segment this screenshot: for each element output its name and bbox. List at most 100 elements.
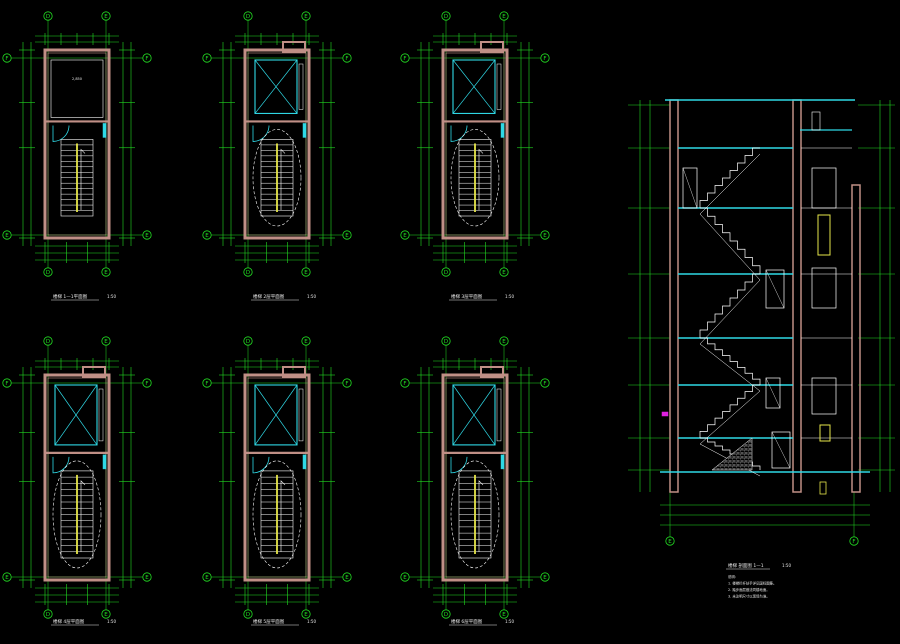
axis-bubble-circle	[342, 572, 352, 582]
axis-bubble-circle	[441, 336, 451, 346]
axis-bubble: F	[2, 53, 12, 63]
direction-arrow	[80, 480, 86, 552]
room-label: 2,850	[72, 77, 82, 81]
axis-bubble: E	[2, 572, 12, 582]
axis-bubble-circle	[243, 267, 253, 277]
axis-bubble-circle	[400, 53, 410, 63]
plan-scale-text: 1:50	[307, 294, 316, 299]
counterweight	[496, 388, 502, 442]
elevator-pit-buffer	[819, 424, 831, 442]
axis-bubble-label: E	[345, 575, 349, 581]
axis-bubble-circle	[301, 336, 311, 346]
axis-bubble: D	[243, 267, 253, 277]
door-opening	[765, 269, 785, 309]
dimension-lines	[210, 345, 344, 610]
door-frame	[500, 454, 505, 470]
plan-title: 楼梯 1—1平面图 1:50	[51, 293, 116, 301]
axis-bubble-circle	[540, 572, 550, 582]
wall-niche	[480, 366, 504, 378]
axis-bubble: E	[499, 336, 509, 346]
axis-bubble-circle	[142, 53, 152, 63]
axis-bubble: E	[342, 230, 352, 240]
elevator-diagonal	[54, 384, 98, 446]
axis-bubble: E	[101, 267, 111, 277]
axis-bubble: D	[43, 336, 53, 346]
stair-underside	[699, 279, 761, 345]
axis-bubble-circle	[101, 267, 111, 277]
axis-bubble-label: E	[104, 339, 108, 345]
axis-bubble-circle	[301, 267, 311, 277]
stair-flight-section	[699, 273, 760, 338]
landing-outline	[52, 460, 102, 569]
door	[52, 454, 107, 474]
axis-bubble-circle	[2, 378, 12, 388]
axis-bubble: F	[849, 536, 859, 546]
wall-niche	[282, 41, 306, 53]
axis-bubble: D	[43, 267, 53, 277]
plan-scale-text: 1:50	[107, 294, 116, 299]
axis-bubble-label: E	[543, 233, 547, 239]
axis-bubble-label: F	[852, 539, 855, 545]
axis-bubble: F	[142, 53, 152, 63]
axis-bubble-circle	[202, 230, 212, 240]
shaft-door	[811, 267, 837, 309]
axis-bubble-circle	[43, 609, 53, 619]
axis-bubble-circle	[43, 11, 53, 21]
section-stairs	[699, 147, 761, 477]
axis-bubble-label: F	[145, 56, 148, 62]
axis-bubble-label: F	[145, 381, 148, 387]
axis-bubble: E	[400, 572, 410, 582]
axis-bubble-circle	[101, 11, 111, 21]
inner-wall-line	[247, 52, 307, 236]
outer-wall	[243, 48, 311, 240]
outer-wall	[441, 48, 509, 240]
axis-bubble: E	[665, 536, 675, 546]
axis-bubble-label: E	[104, 14, 108, 20]
axis-bubble: E	[499, 609, 509, 619]
axis-bubble-label: E	[403, 233, 407, 239]
axis-bubble-label: E	[104, 270, 108, 276]
plan-scale-text: 1:50	[505, 619, 514, 624]
axis-bubble: E	[400, 230, 410, 240]
axis-bubble-label: E	[543, 575, 547, 581]
axis-bubble-circle	[142, 378, 152, 388]
axis-bubble-label: F	[205, 56, 208, 62]
walls	[43, 366, 111, 582]
outer-wall	[243, 373, 311, 582]
axis-bubble-label: E	[145, 575, 149, 581]
axis-bubble: E	[301, 609, 311, 619]
axis-bubble-label: F	[403, 381, 406, 387]
axis-bubble: F	[202, 53, 212, 63]
axis-bubble-label: E	[5, 575, 9, 581]
stair-flight-section	[700, 437, 761, 470]
door-diagonal	[765, 269, 785, 309]
axis-bubble-label: E	[104, 612, 108, 618]
axis-bubble-label: F	[5, 56, 8, 62]
axis-bubble: D	[243, 336, 253, 346]
axis-bubble-circle	[849, 536, 859, 546]
wall-niche	[282, 366, 306, 378]
landing-outline	[252, 460, 302, 569]
axis-bubble: D	[441, 267, 451, 277]
direction-arrow	[80, 148, 86, 210]
axis-bubble-label: E	[304, 270, 308, 276]
elevator-car	[54, 384, 98, 446]
axis-bubble-label: D	[444, 612, 448, 618]
axis-bubble-label: D	[246, 339, 250, 345]
axis-bubble: E	[142, 230, 152, 240]
axis-bubble-circle	[43, 336, 53, 346]
elevator-car	[452, 59, 496, 114]
axis-bubble: E	[499, 267, 509, 277]
axis-bubble-circle	[342, 53, 352, 63]
counterweight	[496, 63, 502, 110]
elevator-shaft	[54, 384, 104, 446]
plan-title-text: 楼梯 1—1平面图	[53, 293, 88, 300]
stair-flight	[252, 460, 302, 569]
